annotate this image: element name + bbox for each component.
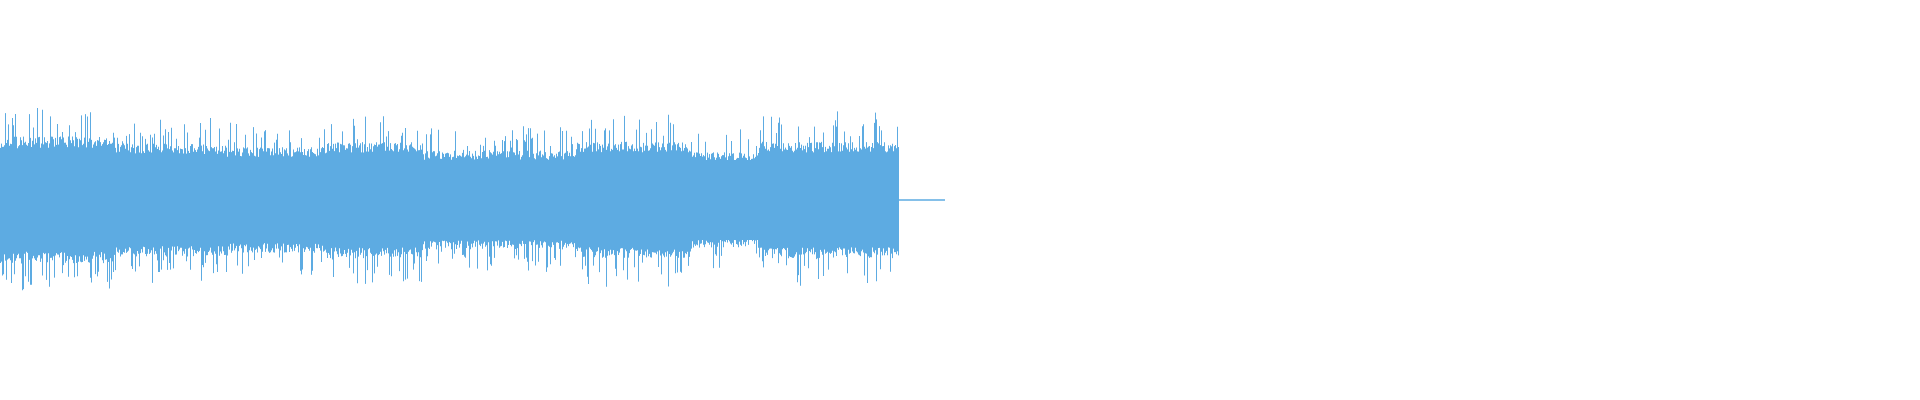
waveform-bars	[0, 108, 899, 291]
waveform-core	[0, 160, 899, 240]
